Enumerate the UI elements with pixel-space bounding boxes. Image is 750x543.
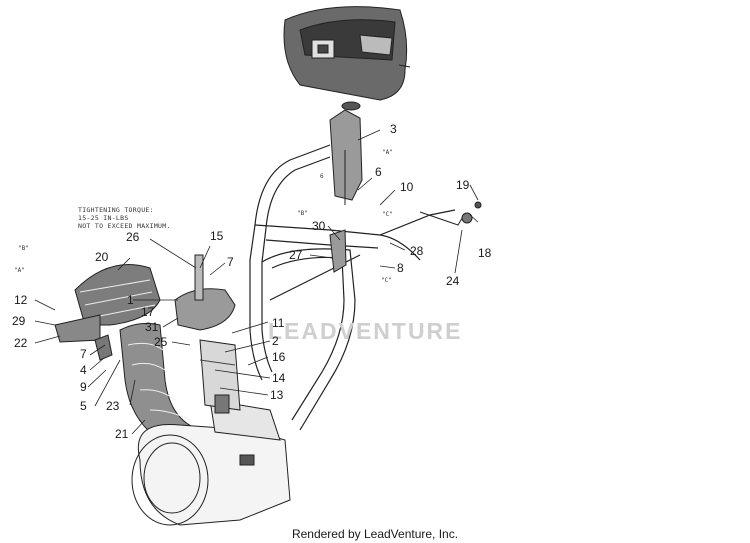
callout-2: 2 (272, 334, 279, 348)
callout-6: 6 (375, 165, 382, 179)
torque-note: TIGHTENING TORQUE: 15-25 IN-LBS NOT TO E… (78, 206, 171, 230)
callout-7-lower: 7 (80, 347, 87, 361)
callout-19: 19 (456, 178, 470, 192)
auger-housing (131, 339, 291, 526)
callout-12: 12 (14, 293, 28, 307)
callout-23: 23 (106, 399, 120, 413)
callout-30: 30 (312, 219, 326, 233)
leader-lines (34, 129, 479, 435)
callout-31: 31 (145, 320, 159, 334)
callout-9: 9 (80, 380, 87, 394)
callout-11: 11 (272, 316, 285, 330)
ref-b-left: "B" (18, 245, 29, 252)
torque-note-line3: NOT TO EXCEED MAXIMUM. (78, 222, 171, 230)
ref-c-bottom: "C" (381, 277, 392, 284)
callout-17: 17 (141, 305, 155, 319)
callout-10: 10 (400, 180, 414, 194)
watermark: LEADVENTURE (268, 318, 463, 344)
callout-8: 8 (397, 261, 404, 275)
callout-3: 3 (390, 122, 397, 136)
ref-a-left: "A" (14, 267, 25, 274)
torque-note-line2: 15-25 IN-LBS (78, 214, 129, 222)
callout-5: 5 (80, 399, 87, 413)
shift-lever (329, 101, 482, 273)
callout-4: 4 (80, 363, 87, 377)
chute-assembly (54, 254, 236, 441)
callout-29: 29 (12, 314, 26, 328)
footer-credit: Rendered by LeadVenture, Inc. (291, 527, 459, 541)
torque-note-line1: TIGHTENING TORQUE: (78, 206, 154, 214)
callout-18: 18 (478, 246, 492, 260)
callout-7-upper: 7 (227, 255, 234, 269)
callout-14: 14 (272, 371, 286, 385)
dash-panel (283, 6, 411, 101)
callout-28: 28 (410, 244, 424, 258)
callout-27: 27 (289, 248, 303, 262)
callout-25: 25 (154, 335, 168, 349)
callout-13: 13 (270, 388, 284, 402)
callout-16: 16 (272, 350, 286, 364)
ref-a-top: "A" (382, 149, 393, 156)
callout-1: 1 (127, 293, 134, 307)
callout-22: 22 (14, 336, 28, 350)
callout-24: 24 (446, 274, 460, 288)
callout-20: 20 (95, 250, 109, 264)
callout-6-small: 6 (320, 173, 324, 180)
callout-21: 21 (115, 427, 129, 441)
callout-26: 26 (126, 230, 140, 244)
ref-c-top: "C" (382, 211, 393, 218)
callout-15: 15 (210, 229, 224, 243)
ref-b-mid: "B" (297, 210, 308, 217)
